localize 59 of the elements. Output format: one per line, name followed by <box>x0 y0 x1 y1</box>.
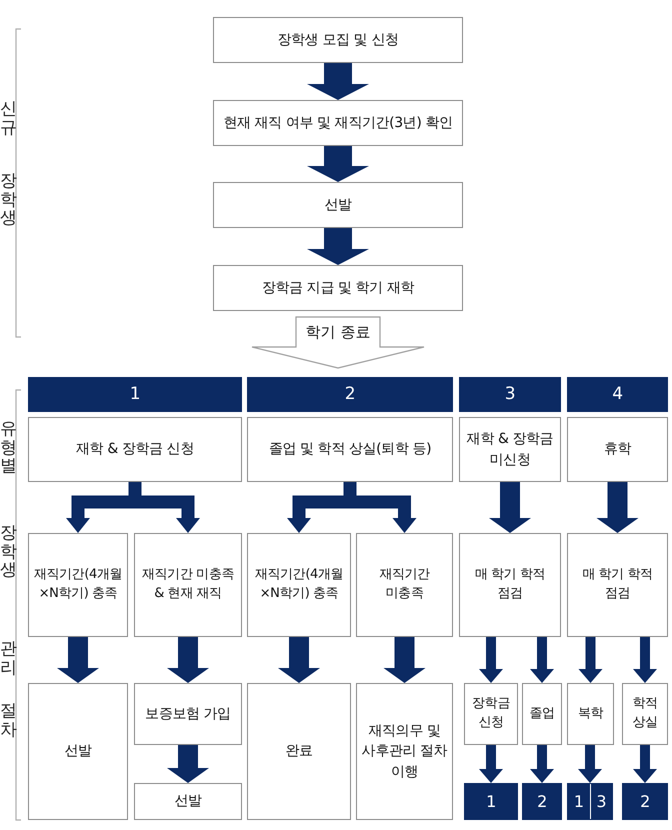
number-label: 1 <box>572 790 585 813</box>
arrow <box>278 637 320 683</box>
edge-label: 학기 종료 <box>304 323 372 342</box>
process-box: 졸업 <box>522 683 562 745</box>
arrow <box>479 745 503 783</box>
process-box: 학적 상실 <box>622 683 668 745</box>
arrow <box>578 745 602 783</box>
process-box: 장학금 신청 <box>464 683 518 745</box>
side-label: 장학생 <box>0 524 17 580</box>
process-box: 재학 & 장학금 신청 <box>28 417 242 482</box>
number-label: 3 <box>590 784 612 819</box>
column-header: 3 <box>459 377 561 412</box>
arrow <box>57 637 99 683</box>
process-box: 장학금 지급 및 학기 재학 <box>213 265 463 311</box>
arrow <box>596 482 638 533</box>
arrow <box>479 637 503 683</box>
arrow <box>578 637 602 683</box>
side-label: 신규 <box>0 100 17 138</box>
arrow <box>530 745 554 783</box>
process-box: 선발 <box>213 182 463 228</box>
process-box: 완료 <box>247 683 351 820</box>
result-box <box>567 783 613 820</box>
process-box: 졸업 및 학적 상실(퇴학 등) <box>247 417 453 482</box>
side-label: 절차 <box>0 702 17 740</box>
result-box: 1 <box>464 783 518 820</box>
arrow <box>530 637 554 683</box>
process-box: 선발 <box>28 683 128 820</box>
arrow <box>633 637 657 683</box>
side-label: 유형별 <box>0 420 17 476</box>
process-box: 현재 재직 여부 및 재직기간(3년) 확인 <box>213 100 463 146</box>
arrow <box>633 745 657 783</box>
process-box: 재직기간 미충족 & 현재 재직 <box>134 533 242 637</box>
arrow <box>307 146 369 182</box>
side-label: 장학생 <box>0 172 17 228</box>
arrow <box>167 637 209 683</box>
arrow <box>251 316 425 369</box>
process-box: 매 학기 학적 점검 <box>459 533 561 637</box>
process-box: 재직기간(4개월 ×N학기) 충족 <box>28 533 128 637</box>
arrow <box>489 482 531 533</box>
process-box: 선발 <box>134 783 242 820</box>
result-box: 2 <box>622 783 668 820</box>
process-box: 재직의무 및 사후관리 절차 이행 <box>356 683 453 820</box>
process-box: 휴학 <box>567 417 668 482</box>
process-box: 매 학기 학적 점검 <box>567 533 668 637</box>
side-label: 관리 <box>0 640 17 678</box>
arrow <box>384 637 426 683</box>
process-box: 재직기간 미충족 <box>356 533 453 637</box>
arrow <box>307 228 369 265</box>
process-box: 보증보험 가입 <box>134 683 242 745</box>
process-box: 장학생 모집 및 신청 <box>213 17 463 63</box>
arrow <box>167 745 209 783</box>
result-box: 2 <box>522 783 562 820</box>
process-box: 재학 & 장학금 미신청 <box>459 417 561 482</box>
column-header: 1 <box>28 377 242 412</box>
column-header: 2 <box>247 377 453 412</box>
arrow <box>307 63 369 100</box>
process-box: 재직기간(4개월 ×N학기) 충족 <box>247 533 351 637</box>
column-header: 4 <box>567 377 668 412</box>
process-box: 복학 <box>567 683 614 745</box>
